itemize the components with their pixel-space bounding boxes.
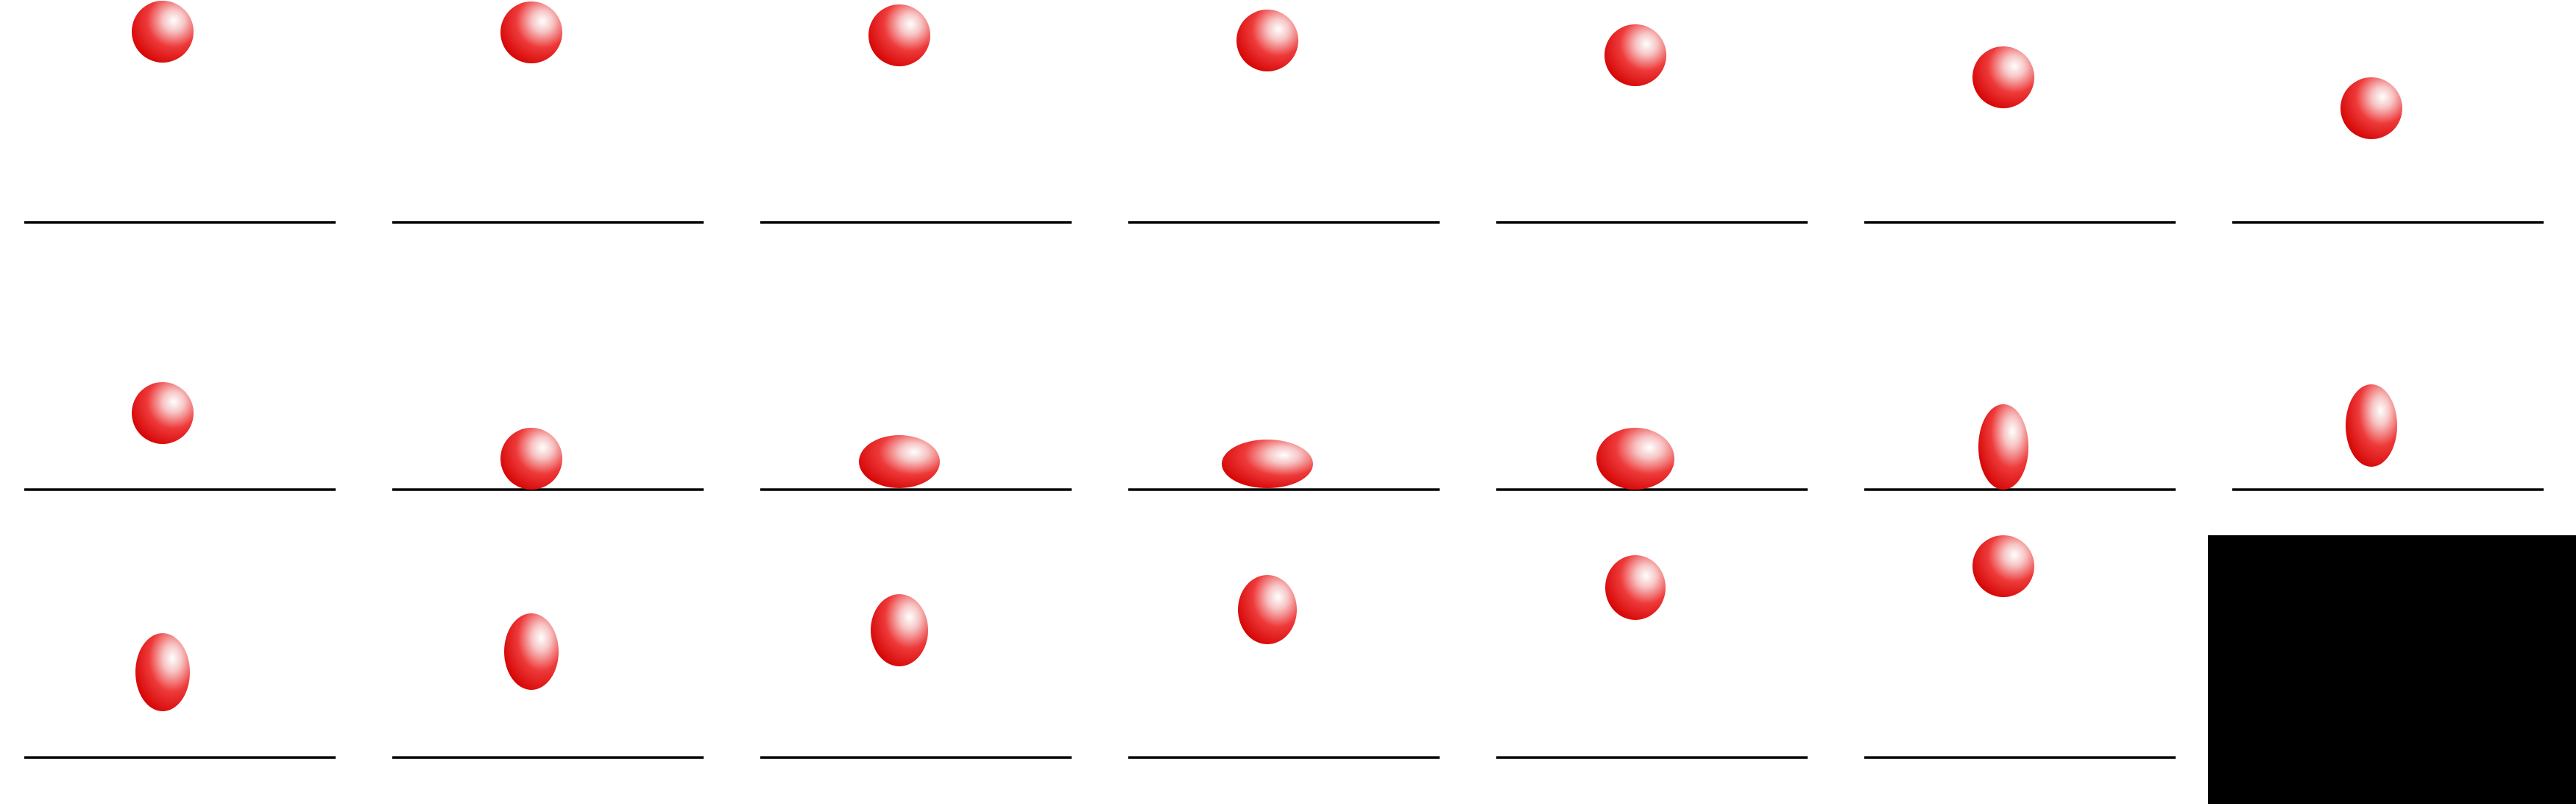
blank-frame [2208,535,2576,804]
ball [500,428,562,490]
ball [1222,440,1313,488]
ball [1596,428,1674,490]
ball [132,382,194,444]
ball [135,633,190,711]
ball [868,4,930,66]
ball [1604,24,1666,86]
ball [859,435,940,488]
ball [504,613,559,690]
ball [1236,10,1298,71]
ball [871,594,928,666]
ball [1972,46,2034,108]
ball [1238,575,1297,644]
ball [500,1,562,63]
ball [1605,555,1666,620]
ball [1978,404,2028,490]
ball [132,1,194,63]
ball [2346,384,2397,467]
ball [1972,535,2034,597]
ball [2340,77,2402,139]
